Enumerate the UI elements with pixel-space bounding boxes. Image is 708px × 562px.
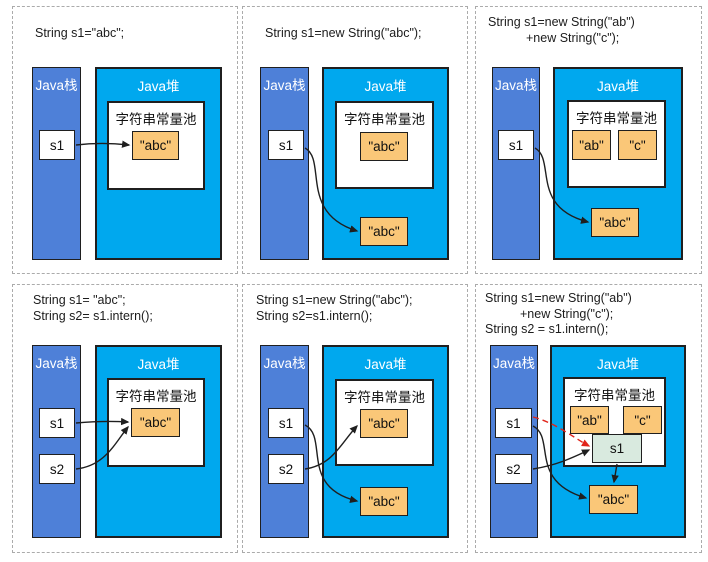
java-heap-label: Java堆: [364, 79, 407, 94]
java-heap-label: Java堆: [137, 357, 180, 372]
java-stack: Java栈: [490, 345, 538, 538]
heap-string-box: "abc": [589, 485, 638, 514]
stack-var-s1: s1: [39, 408, 75, 438]
panel-6: String s1=new String("ab")+new String("c…: [475, 284, 702, 553]
stack-var-s1: s1: [268, 130, 304, 160]
java-stack-label: Java栈: [263, 356, 306, 371]
pool-string-box: "abc": [360, 132, 408, 161]
code-line: String s1= "abc";: [33, 293, 126, 307]
code-caption: String s1=new String("abc");: [265, 26, 422, 42]
panel-5: String s1=new String("abc");String s2=s1…: [242, 284, 468, 553]
pool-string-box: "abc": [131, 408, 180, 437]
java-stack: Java栈: [32, 345, 81, 538]
code-line: String s1=new String("ab"): [488, 15, 635, 29]
pool-ref-box: s1: [592, 434, 642, 463]
pool-label: 字符串常量池: [576, 111, 657, 126]
java-stack-label: Java栈: [494, 78, 538, 93]
code-line: String s2=s1.intern();: [256, 308, 373, 323]
java-stack: Java栈: [260, 67, 309, 260]
pool-label: 字符串常量池: [574, 388, 655, 403]
code-caption: String s1=new String("ab")+new String("c…: [488, 15, 635, 46]
code-caption: String s1="abc";: [35, 26, 124, 42]
stack-var-s2: s2: [268, 454, 304, 484]
java-stack-label: Java栈: [263, 78, 306, 93]
java-heap-label: Java堆: [137, 79, 180, 94]
java-heap-label: Java堆: [364, 357, 407, 372]
java-stack: Java栈: [32, 67, 81, 260]
pool-string-box: "ab": [570, 406, 609, 434]
heap-string-box: "abc": [360, 217, 408, 246]
heap-string-box: "abc": [591, 208, 639, 237]
code-caption: String s1=new String("abc");String s2=s1…: [256, 293, 413, 324]
code-line: +new String("c");: [520, 306, 614, 321]
java-stack-label: Java栈: [492, 356, 536, 371]
code-line: String s1="abc";: [35, 26, 125, 40]
stack-var-s1: s1: [495, 408, 532, 438]
code-caption: String s1= "abc";String s2= s1.intern();: [33, 293, 153, 324]
pool-string-box: "abc": [132, 131, 179, 160]
code-caption: String s1=new String("ab")+new String("c…: [485, 291, 632, 338]
heap-string-box: "abc": [360, 487, 408, 516]
panel-2: String s1=new String("abc"); Java栈 Java堆字符…: [242, 6, 468, 274]
stack-var-s1: s1: [39, 130, 75, 160]
java-heap-label: Java堆: [596, 357, 640, 372]
stack-var-s1: s1: [498, 130, 534, 160]
pool-string-box: "c": [623, 406, 662, 434]
java-stack: Java栈: [492, 67, 540, 260]
pool-string-box: "c": [618, 130, 657, 160]
pool-label: 字符串常量池: [344, 112, 425, 127]
code-line: String s1=new String("abc");: [265, 26, 422, 40]
code-line: String s2= s1.intern();: [33, 308, 153, 323]
pool-label: 字符串常量池: [344, 390, 425, 405]
stack-var-s1: s1: [268, 408, 304, 438]
pool-string-box: "abc": [360, 409, 408, 438]
java-stack: Java栈: [260, 345, 309, 538]
panel-1: String s1="abc"; Java栈 Java堆字符串常量池 s1 "abc": [12, 6, 238, 274]
stack-var-s2: s2: [495, 454, 532, 484]
java-stack-label: Java栈: [35, 78, 78, 93]
pool-label: 字符串常量池: [115, 112, 197, 127]
code-line: String s1=new String("ab"): [485, 291, 632, 305]
code-line: String s1=new String("abc");: [256, 293, 413, 307]
pool-label: 字符串常量池: [115, 389, 197, 404]
panel-3: String s1=new String("ab")+new String("c…: [475, 6, 702, 274]
java-stack-label: Java栈: [35, 356, 78, 371]
panel-4: String s1= "abc";String s2= s1.intern();…: [12, 284, 238, 553]
java-heap-label: Java堆: [596, 79, 640, 94]
code-line: +new String("c");: [526, 30, 620, 45]
stack-var-s2: s2: [39, 454, 75, 484]
pool-string-box: "ab": [572, 130, 611, 160]
code-line: String s2 = s1.intern();: [485, 322, 609, 336]
